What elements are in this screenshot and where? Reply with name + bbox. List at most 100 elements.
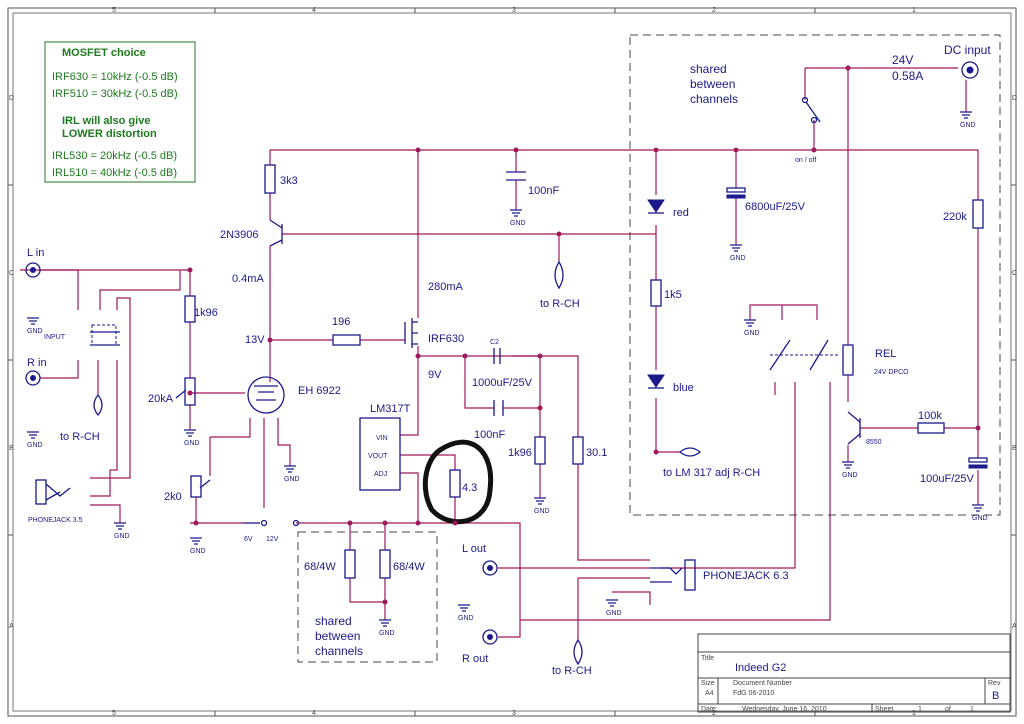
frame-row-d-right: D xyxy=(1012,95,1017,102)
highlight-circle xyxy=(422,439,494,525)
led-red-icon xyxy=(647,199,665,213)
svg-text:GND: GND xyxy=(972,515,988,522)
shared-top-line-1: shared xyxy=(690,62,727,76)
gnd-tube: GND xyxy=(284,465,300,483)
irl-note-title-1: IRL will also give xyxy=(62,115,150,127)
resistor-1k96-left-label: 1k96 xyxy=(194,307,218,319)
mosfet-note-line-2: IRF510 = 30kHz (-0.5 dB) xyxy=(52,88,178,100)
frame-col-2-bottom: 2 xyxy=(712,710,716,717)
resistor-1k96-mid xyxy=(534,436,546,465)
l-out-jack-icon xyxy=(482,560,498,576)
sheet-label: Sheet xyxy=(875,706,893,713)
irl-note-title-2: LOWER distortion xyxy=(62,128,157,140)
resistor-68-b xyxy=(379,549,391,579)
gnd-l-in: GND xyxy=(27,317,43,335)
of-label: of xyxy=(945,706,951,713)
gnd-68-res: GND xyxy=(379,619,395,637)
l-in-label: L in xyxy=(27,247,44,259)
resistor-100k-label: 100k xyxy=(918,410,942,422)
resistor-196 xyxy=(332,334,361,346)
voltage-24v-label: 24V xyxy=(892,53,913,67)
junction-dots xyxy=(187,65,981,605)
resistor-1k96-left xyxy=(184,295,196,323)
voltage-13v-label: 13V xyxy=(245,334,265,346)
dc-input-jack-icon xyxy=(961,61,979,79)
svg-text:GND: GND xyxy=(27,442,43,449)
r-out-jack-icon xyxy=(482,629,498,645)
led-blue-icon xyxy=(647,374,665,388)
pin-vin-label: VIN xyxy=(376,435,388,442)
on-off-label: on / off xyxy=(795,157,816,164)
current-280ma-label: 280mA xyxy=(428,281,464,293)
tube-eh6922-label: EH 6922 xyxy=(298,385,341,397)
docnum-label: Document Number xyxy=(733,680,792,687)
pot-20ka-label: 20kA xyxy=(148,393,174,405)
led-red-label: red xyxy=(673,207,689,219)
gnd-outputs: GND xyxy=(458,604,474,622)
resistor-68-a-label: 68/4W xyxy=(304,561,336,573)
frame-row-a-right: A xyxy=(1012,623,1017,630)
phonejack-3-5-label: PHONEJACK 3.5 xyxy=(28,517,83,524)
irl-note-line-1: IRL530 = 20kHz (-0.5 dB) xyxy=(52,150,177,162)
cap-6800uf-label: 6800uF/25V xyxy=(745,201,806,213)
svg-text:GND: GND xyxy=(510,220,526,227)
resistor-100k xyxy=(917,422,945,434)
svg-text:GND: GND xyxy=(379,630,395,637)
date-label: Date: xyxy=(701,706,718,713)
frame-row-a: A xyxy=(9,623,14,630)
tube-eh6922-icon xyxy=(247,376,285,414)
svg-text:GND: GND xyxy=(606,610,622,617)
frame-col-3: 3 xyxy=(512,7,516,14)
dc-input-label: DC input xyxy=(944,43,991,57)
phonejack-6-3-label: PHONEJACK 6.3 xyxy=(703,570,789,582)
frame-row-c-right: C xyxy=(1012,270,1017,277)
svg-text:GND: GND xyxy=(184,440,200,447)
phonejack-3-5-icon xyxy=(35,479,47,505)
resistor-1k96-mid-label: 1k96 xyxy=(508,447,532,459)
resistor-68-b-label: 68/4W xyxy=(393,561,425,573)
frame-col-2: 2 xyxy=(712,7,716,14)
gnd-dc-input: GND xyxy=(960,111,976,129)
frame-row-d: D xyxy=(9,95,14,102)
gnd-8550: GND xyxy=(842,461,858,479)
gnd-phonejack63: GND xyxy=(606,599,622,617)
gnd-100uf: GND xyxy=(972,504,988,522)
led-blue-label: blue xyxy=(673,382,694,394)
mosfet-note-line-1: IRF630 = 10kHz (-0.5 dB) xyxy=(52,71,178,83)
svg-text:GND: GND xyxy=(27,328,43,335)
cap-100nf-mid-label: 100nF xyxy=(474,429,505,441)
l-out-label: L out xyxy=(462,543,486,555)
pin-adj-label: ADJ xyxy=(374,471,387,478)
shared-top-line-2: between xyxy=(690,77,735,91)
frame-col-1: 1 xyxy=(912,7,916,14)
input-label: INPUT xyxy=(44,334,66,341)
voltage-9v-label: 9V xyxy=(428,369,442,381)
pin-vout-label: VOUT xyxy=(368,453,388,460)
rev-label: Rev xyxy=(988,680,1001,687)
relay-label: REL xyxy=(875,348,896,360)
docnum-value: FdG 06-2010 xyxy=(733,690,774,697)
svg-text:GND: GND xyxy=(744,330,760,337)
gnd-pot: GND xyxy=(184,429,200,447)
sheet-value: 1 xyxy=(918,706,922,713)
shared-bottom-line-1: shared xyxy=(315,614,352,628)
frame-col-5: 5 xyxy=(112,7,116,14)
gnd-r-in: GND xyxy=(27,431,43,449)
frame-row-b: B xyxy=(9,445,14,452)
frame-col-3-bottom: 3 xyxy=(512,710,516,717)
phonejack-6-3-icon xyxy=(684,559,696,591)
components: DC input 24V 0.58A on / off 3k3 2N3906 0… xyxy=(25,43,991,677)
svg-text:GND: GND xyxy=(960,122,976,129)
resistor-220k-label: 220k xyxy=(943,211,967,223)
resistor-2k0 xyxy=(190,475,202,498)
resistor-68-a xyxy=(344,549,356,579)
resistor-4-3-label: 4.3 xyxy=(462,482,477,494)
frame-col-1-bottom: 1 xyxy=(912,710,916,717)
resistor-220k xyxy=(972,199,984,229)
to-rch-mid-label: to R-CH xyxy=(540,298,580,310)
svg-text:GND: GND xyxy=(730,255,746,262)
mosfet-note-title: MOSFET choice xyxy=(62,47,146,59)
l-in-jack-icon xyxy=(25,262,41,278)
current-04ma-label: 0.4mA xyxy=(232,273,264,285)
gnd-relay: GND xyxy=(744,319,760,337)
